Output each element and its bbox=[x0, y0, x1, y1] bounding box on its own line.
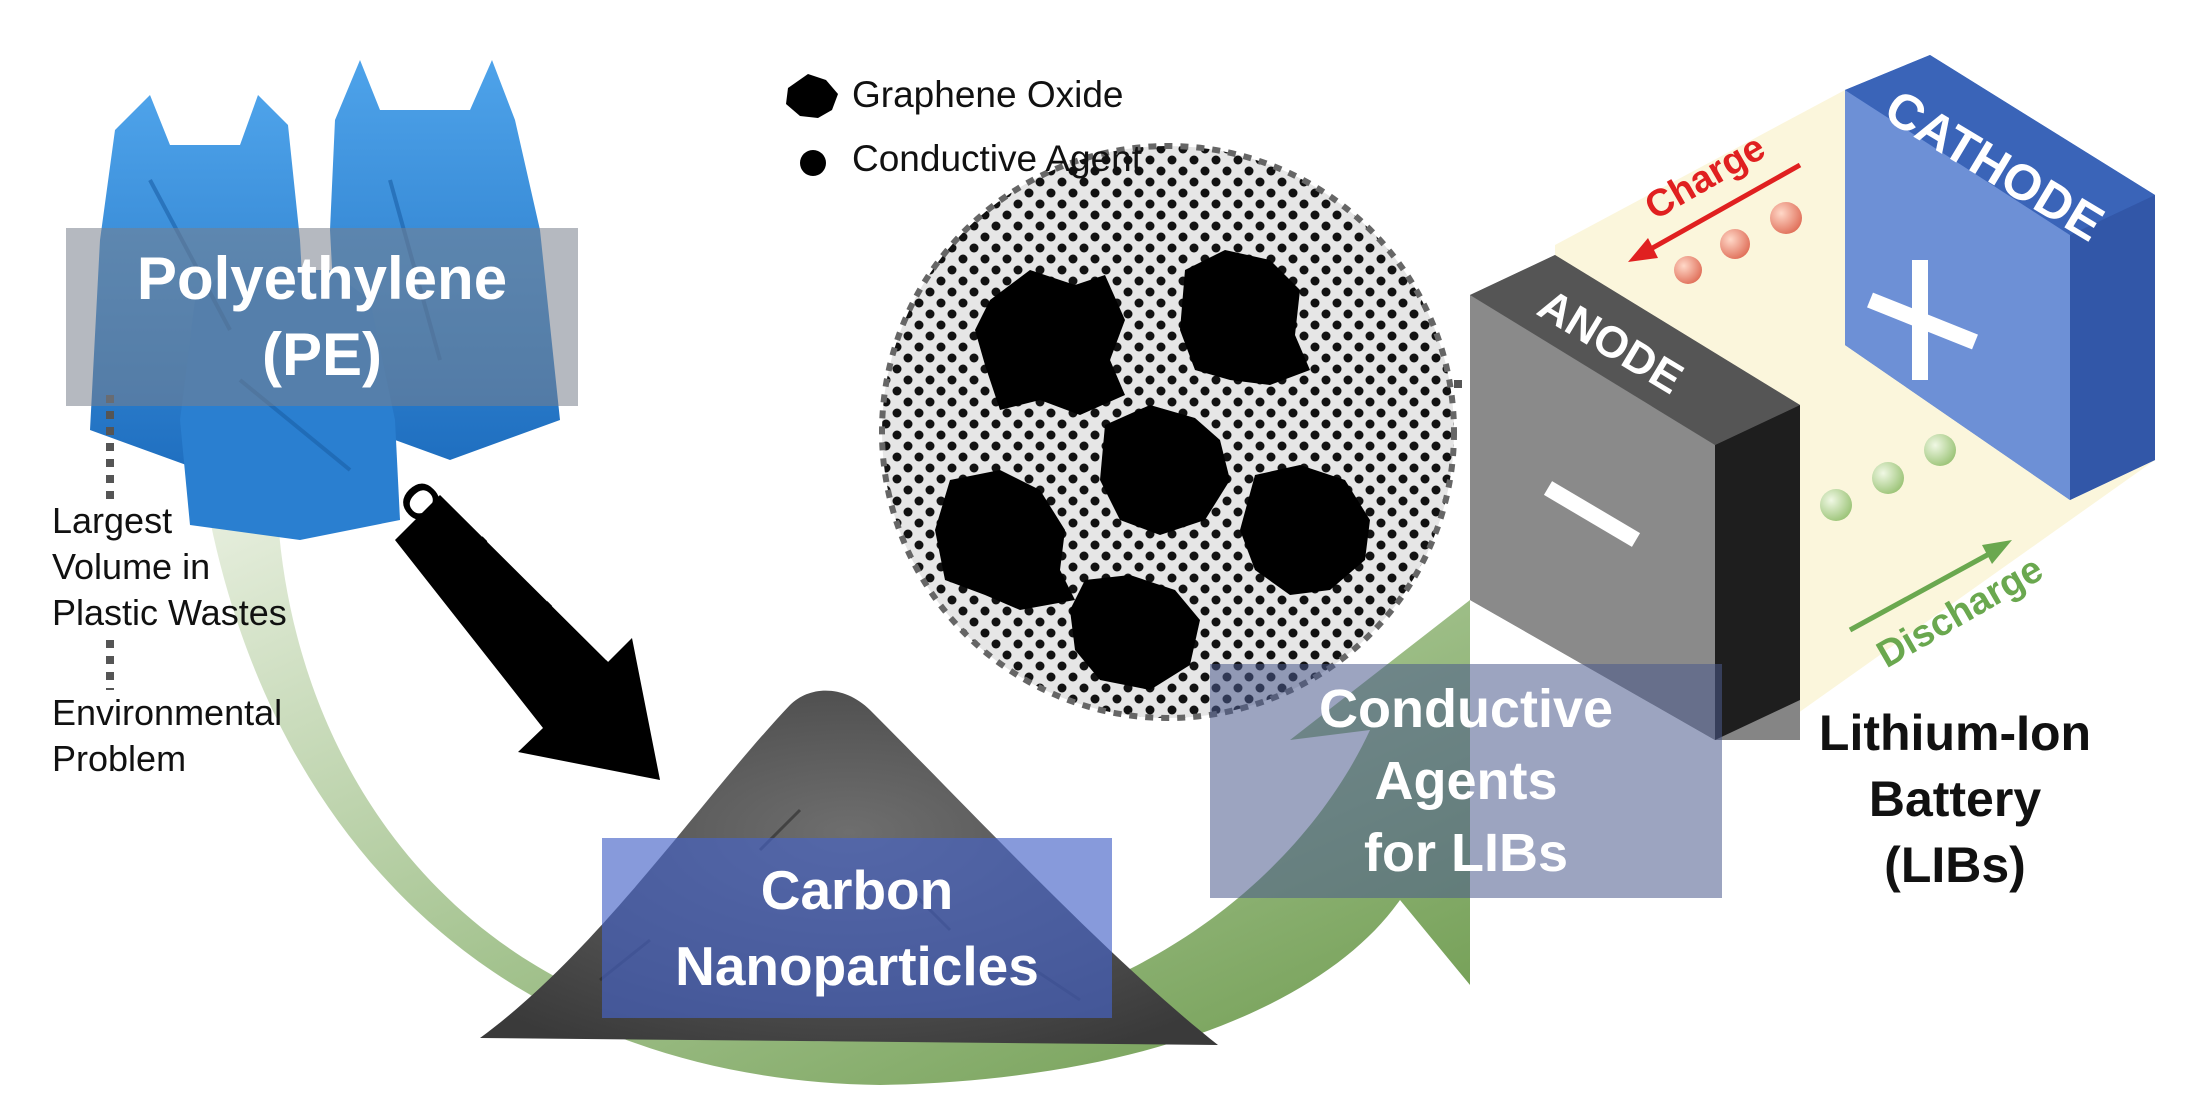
plus-icon-bar bbox=[1867, 292, 1978, 350]
carbonization-arrow bbox=[395, 495, 660, 780]
carbon-nanoparticles-label-box: Carbon Nanoparticles bbox=[602, 838, 1112, 1018]
minus-icon bbox=[1543, 481, 1641, 547]
graphene-oxide-flakes bbox=[935, 250, 1370, 690]
carbon-label: Carbon bbox=[760, 859, 954, 921]
polyethylene-label: Polyethylene bbox=[136, 245, 508, 312]
side-note-environmental: Environmental Problem bbox=[52, 692, 283, 779]
conductive-agent-icon bbox=[800, 150, 826, 176]
battery-illustration bbox=[1470, 55, 2155, 740]
pe-abbreviation: (PE) bbox=[262, 321, 382, 388]
side-note-largest-volume: Largest Volume in Plastic Wastes bbox=[52, 500, 287, 633]
conductive-agents-label-box: Conductive Agents for LIBs bbox=[1210, 664, 1722, 898]
legend-graphene-oxide: Graphene Oxide bbox=[852, 74, 1124, 115]
polyethylene-label-box: Polyethylene (PE) bbox=[66, 228, 578, 406]
graphene-oxide-icon bbox=[786, 74, 838, 118]
battery-name: Lithium-Ion Battery (LIBs) bbox=[1818, 705, 2092, 893]
nanoparticles-label: Nanoparticles bbox=[675, 935, 1039, 997]
legend-conductive-agent: Conductive Agent bbox=[852, 138, 1143, 179]
